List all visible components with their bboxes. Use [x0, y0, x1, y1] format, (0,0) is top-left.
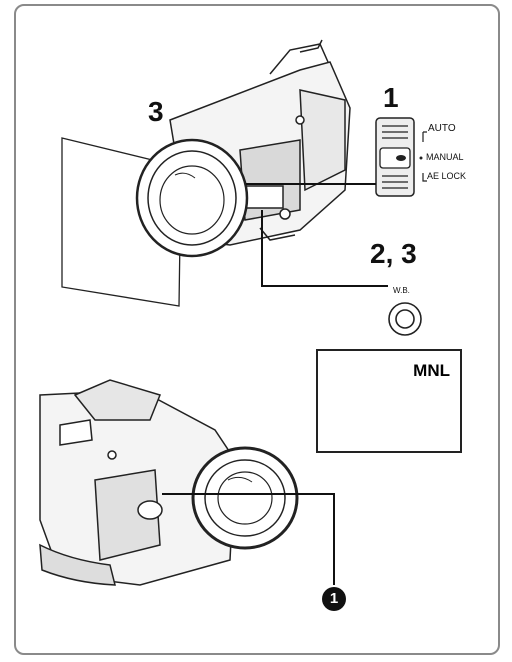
step-3-label: 3: [148, 96, 164, 127]
wb-button-icon: [388, 302, 422, 336]
switch-manual-label: MANUAL: [426, 152, 464, 162]
camcorder-top-icon: [135, 39, 351, 258]
leader-lines-top: [246, 183, 388, 287]
callout-marker: 1: [322, 587, 346, 611]
mode-switch-icon: [375, 117, 427, 197]
switch-auto-label: AUTO: [428, 123, 456, 134]
step-1-label: 1: [383, 82, 399, 113]
lcd-display: MNL: [316, 349, 462, 453]
leader-line-bottom: [162, 493, 335, 585]
switch-ae-lock-label: AE LOCK: [427, 171, 467, 181]
wb-button-label: W.B.: [393, 286, 410, 295]
lcd-mode-text: MNL: [413, 361, 450, 380]
step-2-3-label: 2, 3: [370, 238, 417, 269]
camcorder-bottom-icon: [39, 379, 299, 586]
